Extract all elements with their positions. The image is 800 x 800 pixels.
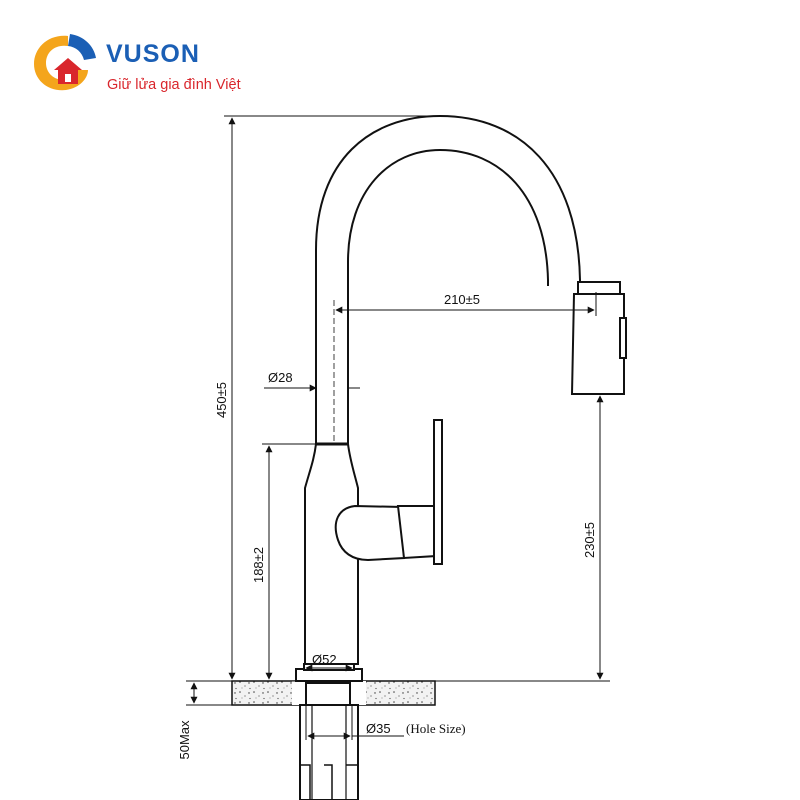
logo: VUSON Giữ lửa gia đình Việt [28,30,288,110]
dimension-hole-diameter: Ø35 (Hole Size) [305,705,466,740]
label-total-height: 450±5 [214,382,229,418]
dimension-body-height: 188±2 [251,443,316,680]
label-hole-note: (Hole Size) [406,721,466,736]
brand-tagline: Giữ lửa gia đình Việt [107,77,241,93]
dimension-spout-height: 230±5 [432,395,610,682]
label-base-diameter: Ø52 [312,652,337,667]
dimension-base-diameter: Ø52 [305,652,353,672]
lever-handle [334,419,443,565]
house-flame-logo-icon [34,34,96,91]
label-hole-diameter: Ø35 [366,721,391,736]
label-spout-height: 230±5 [582,522,597,558]
dimension-deck-thickness: 50Max [177,680,232,760]
mounting-shank [299,682,359,800]
brand-name: VUSON [106,40,200,68]
label-deck-thickness: 50Max [177,720,192,760]
label-body-height: 188±2 [251,547,266,583]
dimension-total-height: 450±5 [214,115,440,682]
dimension-tube-diameter: Ø28 [264,370,360,398]
spray-head [570,281,627,395]
dimension-spout-reach: 210±5 [333,292,597,444]
label-spout-reach: 210±5 [444,292,480,307]
gooseneck-spout [315,114,581,444]
label-tube-diameter: Ø28 [268,370,293,385]
